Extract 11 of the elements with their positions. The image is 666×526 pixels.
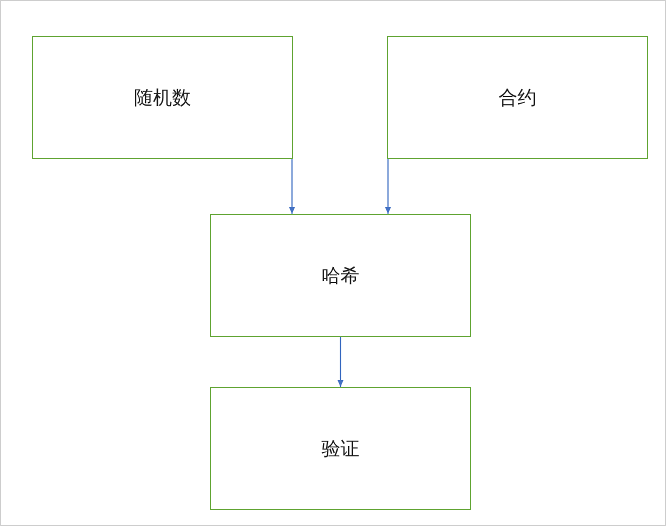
process-box <box>210 387 471 510</box>
process-box <box>387 36 648 159</box>
arrow <box>385 159 391 214</box>
box-label: 随机数 <box>134 86 191 110</box>
box-label: 哈希 <box>322 264 360 288</box>
process-box <box>32 36 293 159</box>
box-label: 合约 <box>498 86 536 110</box>
box-label: 验证 <box>322 436 360 462</box>
process-box <box>210 214 471 337</box>
arrow <box>289 159 295 214</box>
arrow <box>338 337 344 387</box>
